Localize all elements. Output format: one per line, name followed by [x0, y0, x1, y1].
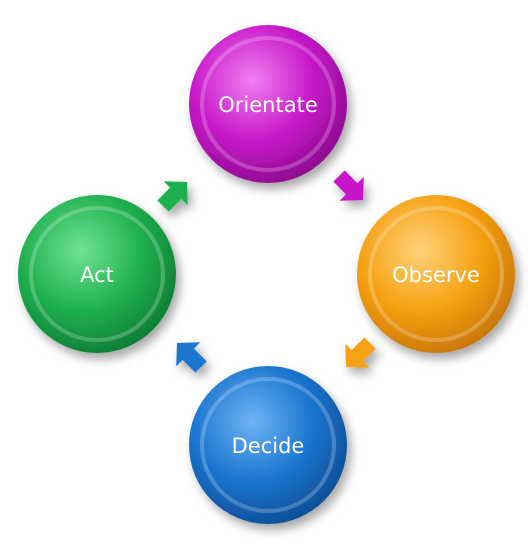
arrow-shape — [345, 337, 376, 368]
arrow-decide-to-act — [176, 342, 207, 373]
node-act — [18, 195, 176, 353]
node-circle — [18, 195, 176, 353]
arrow-shape — [176, 342, 207, 373]
node-label-act: Act — [80, 263, 114, 287]
node-decide — [189, 366, 347, 524]
node-circle — [357, 195, 515, 353]
node-rim — [200, 377, 336, 513]
node-rim — [29, 206, 165, 342]
node-circle — [189, 366, 347, 524]
node-rim — [368, 206, 504, 342]
node-label-observe: Observe — [392, 263, 480, 287]
node-circle — [189, 25, 347, 183]
arrow-observe-to-decide — [345, 337, 376, 368]
arrow-orientate-to-observe — [333, 170, 364, 201]
node-label-decide: Decide — [232, 434, 305, 458]
node-observe — [357, 195, 515, 353]
node-label-orientate: Orientate — [218, 93, 317, 117]
node-rim — [200, 36, 336, 172]
arrow-shape — [333, 170, 364, 201]
node-orientate — [189, 25, 347, 183]
arrow-act-to-orientate — [157, 181, 188, 212]
arrow-shape — [157, 181, 188, 212]
